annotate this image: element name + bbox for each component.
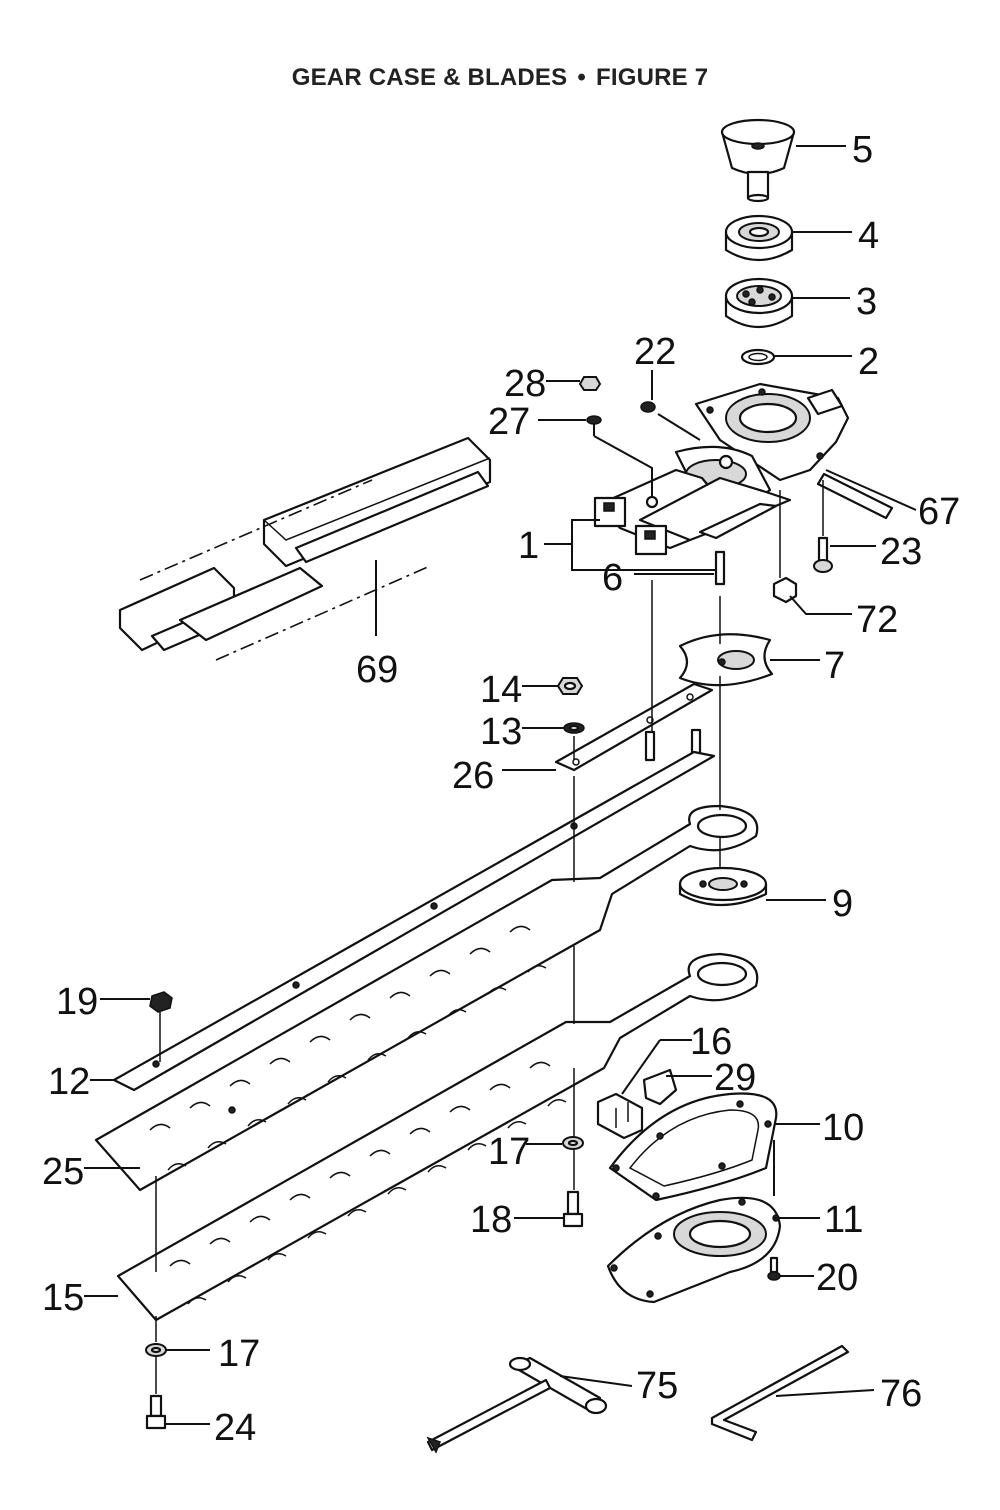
callout-28: 28: [504, 363, 546, 405]
part-29-clip: [642, 1068, 678, 1106]
callout-13: 13: [480, 711, 522, 753]
callout-26: 26: [452, 755, 494, 797]
callout-7: 7: [824, 645, 845, 687]
part-12-blade-bar: [112, 750, 716, 1092]
callout-17-lower: 17: [218, 1333, 260, 1375]
part-7-plate: [678, 633, 774, 687]
part-25-upper-blade: [94, 804, 759, 1192]
callout-23: 23: [880, 531, 922, 573]
part-13-washer: [563, 722, 585, 734]
part-2-circlip: [740, 348, 776, 366]
callout-3: 3: [856, 281, 877, 323]
part-11-cover: [606, 1196, 782, 1304]
part-75-t-wrench: [426, 1356, 608, 1454]
part-27-washer: [586, 415, 602, 425]
callout-9: 9: [832, 883, 853, 925]
part-14-nut: [556, 677, 584, 695]
callout-72: 72: [856, 599, 898, 641]
callout-5: 5: [852, 129, 873, 171]
callout-15: 15: [42, 1277, 84, 1319]
callout-27: 27: [488, 401, 530, 443]
callout-12: 12: [48, 1061, 90, 1103]
part-67-rod: [816, 472, 894, 520]
callout-11: 11: [824, 1199, 863, 1241]
callout-1: 1: [518, 525, 539, 567]
part-19-nut: [149, 991, 173, 1062]
part-23-screw: [813, 480, 833, 573]
part-18-bolt: [562, 1190, 584, 1228]
part-72-nut: [772, 490, 798, 604]
figure-title: GEAR CASE & BLADES • FIGURE 7: [0, 64, 1000, 92]
callout-69: 69: [356, 649, 398, 691]
part-5-cup: [720, 118, 796, 203]
part-16-guide: [596, 1092, 644, 1140]
part-22-screw: [640, 401, 701, 441]
callout-67: 67: [918, 491, 960, 533]
part-24-bolt: [145, 1394, 167, 1430]
part-15-lower-blade: [116, 952, 759, 1322]
part-26-bar: [554, 682, 714, 772]
callout-18: 18: [470, 1199, 512, 1241]
part-76-hex-key: [710, 1344, 850, 1442]
callout-75: 75: [636, 1365, 678, 1407]
figure-title-number: FIGURE 7: [595, 64, 709, 91]
part-69-blade-cover: [118, 436, 492, 661]
part-3-bearing: [724, 277, 794, 328]
callout-20: 20: [816, 1257, 858, 1299]
callout-14: 14: [480, 669, 522, 711]
callout-6: 6: [602, 557, 623, 599]
leader-lines: [84, 145, 917, 1425]
callout-22: 22: [634, 331, 676, 373]
callout-24: 24: [214, 1407, 256, 1449]
callout-4: 4: [858, 215, 879, 257]
figure-title-main: GEAR CASE & BLADES: [291, 64, 568, 91]
callout-19: 19: [56, 981, 98, 1023]
callout-76: 76: [880, 1373, 922, 1415]
part-20-screw: [767, 1256, 781, 1281]
callout-16: 16: [690, 1021, 732, 1063]
part-10-gasket: [608, 1092, 778, 1202]
callout-17-upper: 17: [488, 1131, 530, 1173]
callout-10: 10: [822, 1107, 864, 1149]
callout-labels: 5 4 3 2 22 28 27 67 1 23 6 72 69 7 14 13…: [42, 129, 960, 1449]
part-9-spacer: [678, 866, 768, 907]
part-28-nut: [578, 376, 602, 391]
callout-2: 2: [858, 341, 879, 383]
part-1-gear-case: [593, 382, 850, 556]
part-6-pin: [714, 550, 726, 586]
callout-29: 29: [714, 1057, 756, 1099]
part-17-washer-lower: [145, 1343, 167, 1357]
title-separator: •: [577, 64, 586, 91]
part-17-washer-upper: [562, 1136, 584, 1150]
callout-25: 25: [42, 1151, 84, 1193]
part-4-bearing: [724, 214, 794, 261]
